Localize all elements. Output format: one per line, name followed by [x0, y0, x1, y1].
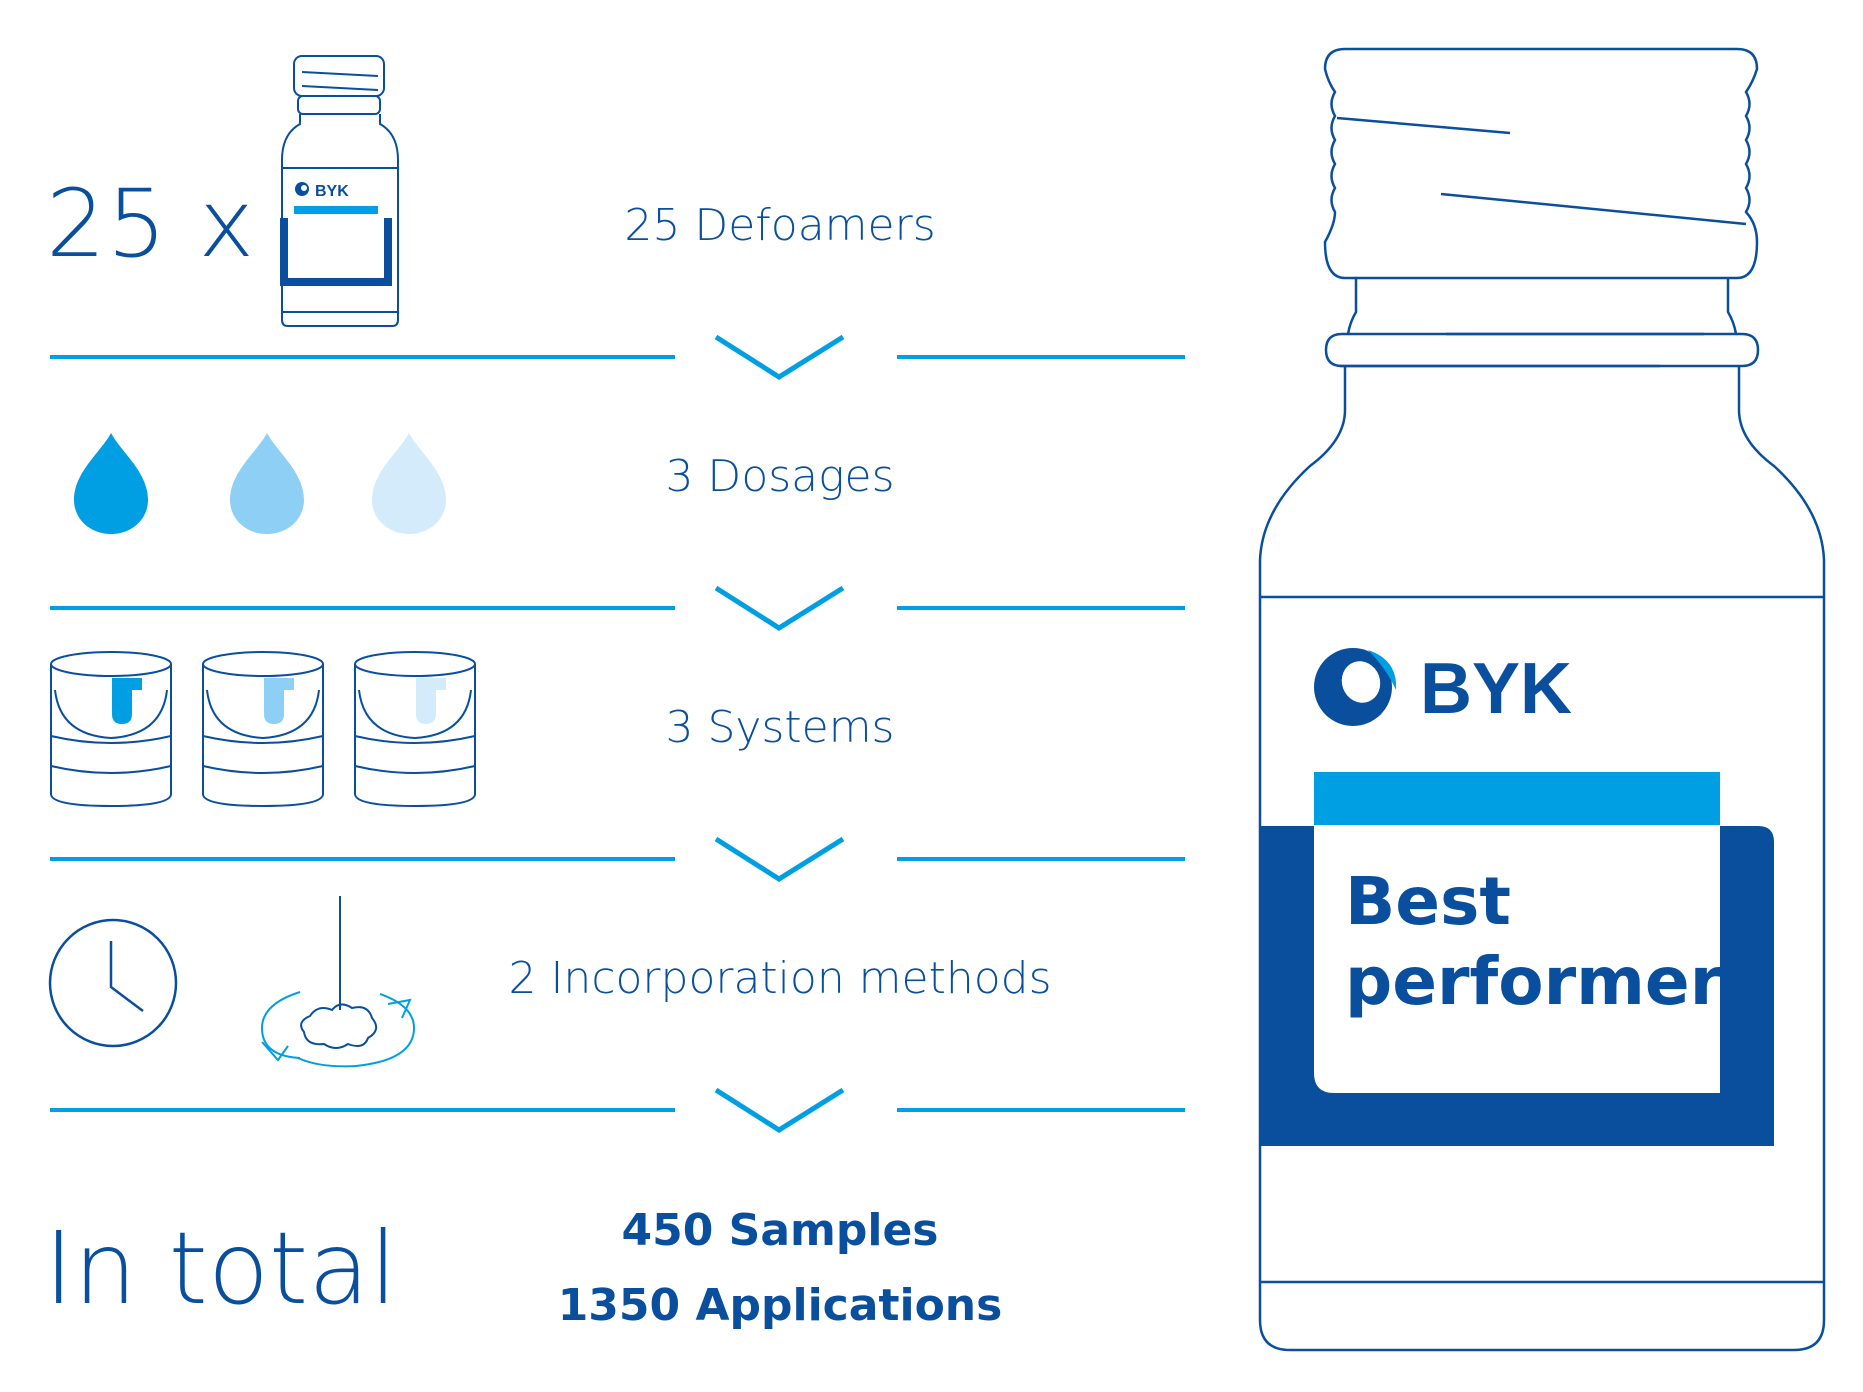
chevron-down-icon [714, 585, 845, 631]
bottle-count: 25 x [46, 170, 256, 279]
chevron-down-icon [714, 1087, 845, 1133]
separator-3 [50, 836, 1185, 882]
drop-icon [74, 433, 148, 534]
total-applications: 1350 Applications [557, 1280, 1003, 1331]
separator-2 [50, 585, 1185, 631]
byk-logo-icon [1314, 648, 1397, 726]
step-defoamers: 25 Defoamers [624, 200, 936, 251]
bottle-icon [280, 55, 399, 327]
drops [74, 433, 446, 534]
paint-can-icon [50, 651, 172, 808]
big-bottle-icon [1258, 47, 1826, 1352]
total-samples: 450 Samples [621, 1205, 939, 1256]
separator-4 [50, 1087, 1185, 1133]
total-heading: In total [44, 1210, 398, 1327]
chevron-down-icon [714, 334, 845, 380]
drop-icon [230, 433, 304, 534]
chevron-down-icon [714, 836, 845, 882]
step-systems: 3 Systems [665, 702, 895, 753]
step-incorporation: 2 Incorporation methods [508, 953, 1052, 1004]
label-line-2: performer [1345, 943, 1723, 1020]
big-bottle-brand: BYK [1420, 649, 1572, 729]
step-dosages: 3 Dosages [665, 451, 895, 502]
drop-icon [372, 433, 446, 534]
mixer-icon [260, 896, 416, 1068]
label-line-1: Best [1345, 863, 1511, 940]
best-performer-label: Best performer [1345, 862, 1722, 1022]
paint-can-icon [202, 651, 324, 808]
paint-cans [50, 651, 476, 808]
small-bottle-brand: BYK [315, 183, 349, 200]
big-bottle-label [1260, 772, 1774, 1146]
paint-can-icon [354, 651, 476, 808]
separator-1 [50, 334, 1185, 380]
clock-icon [48, 918, 178, 1048]
